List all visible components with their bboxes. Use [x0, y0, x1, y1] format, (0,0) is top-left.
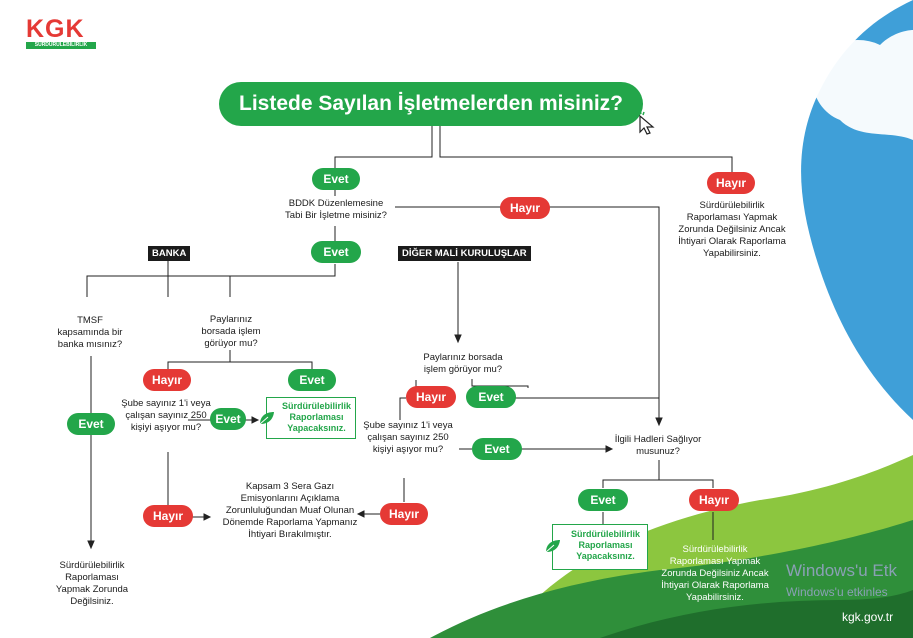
hayir-pill-bddk: Hayır: [500, 197, 550, 219]
windows-activation-subtext: Windows'u etkinles: [786, 585, 888, 599]
question-borsa-mid: Paylarınız borsada işlem görüyor mu?: [423, 352, 503, 375]
hayir-pill-sube-mid: Hayır: [380, 503, 428, 525]
hayir-pill-borsa-mid: Hayır: [406, 386, 456, 408]
evet-pill-hadler: Evet: [578, 489, 628, 511]
cloud-shape: [812, 30, 913, 140]
result-not-obliged-optional-top: Sürdürülebilirlik Raporlaması Yapmak Zor…: [678, 200, 786, 259]
main-question-title: Listede Sayılan İşletmelerden misiniz?: [219, 82, 643, 126]
result-not-obliged-optional-bottom: Sürdürülebilirlik Raporlaması Yapmak Zor…: [661, 544, 769, 603]
question-sube-mid: Şube sayınız 1'i veya çalışan sayınız 25…: [363, 420, 453, 455]
label-diger-mali: DİĞER MALİ KURULUŞLAR: [398, 246, 531, 261]
question-hadler: İlgili Hadleri Sağlıyor musunuz?: [614, 434, 702, 457]
hayir-pill-top-right: Hayır: [707, 172, 755, 194]
hayir-pill-hadler: Hayır: [689, 489, 739, 511]
evet-pill-sube-mid: Evet: [472, 438, 522, 460]
logo-text: KGK: [26, 15, 85, 43]
evet-pill-tmsf: Evet: [67, 413, 115, 435]
logo-subtext: SÜRDÜRÜLEBİLİRLİK: [26, 42, 96, 49]
windows-activation-watermark: Windows'u Etk: [786, 561, 897, 580]
result-report-left: Sürdürülebilirlik Raporlaması Yapacaksın…: [266, 397, 356, 439]
evet-pill-borsa-mid: Evet: [466, 386, 516, 408]
question-bddk: BDDK Düzenlemesine Tabi Bir İşletme misi…: [285, 198, 387, 221]
evet-pill-sube-left: Evet: [210, 408, 246, 430]
cursor-icon: [635, 110, 655, 135]
result-not-obliged-left: Sürdürülebilirlik Raporlaması Yapmak Zor…: [55, 560, 129, 607]
evet-pill-bddk: Evet: [311, 241, 361, 263]
label-banka: BANKA: [148, 246, 191, 261]
result-report-bottom: Sürdürülebilirlik Raporlaması Yapacaksın…: [552, 524, 648, 570]
hill-front: [600, 590, 913, 638]
result-scope3: Kapsam 3 Sera Gazı Emisyonlarını Açıklam…: [222, 481, 358, 540]
question-sube-left: Şube sayınız 1'i veya çalışan sayınız 25…: [121, 398, 211, 433]
evet-pill-borsa-left: Evet: [288, 369, 336, 391]
question-borsa-left: Paylarınız borsada işlem görüyor mu?: [201, 314, 261, 349]
leaf-icon-left: [259, 412, 274, 425]
kgk-logo: KGK SÜRDÜRÜLEBİLİRLİK: [26, 16, 96, 52]
website-url: kgk.gov.tr: [842, 610, 894, 624]
hayir-pill-borsa-left: Hayır: [143, 369, 191, 391]
evet-pill-top: Evet: [312, 168, 360, 190]
hayir-pill-sube-left: Hayır: [143, 505, 193, 527]
leaf-icon-bottom: [545, 540, 560, 553]
question-tmsf: TMSF kapsamında bir banka mısınız?: [57, 315, 123, 350]
